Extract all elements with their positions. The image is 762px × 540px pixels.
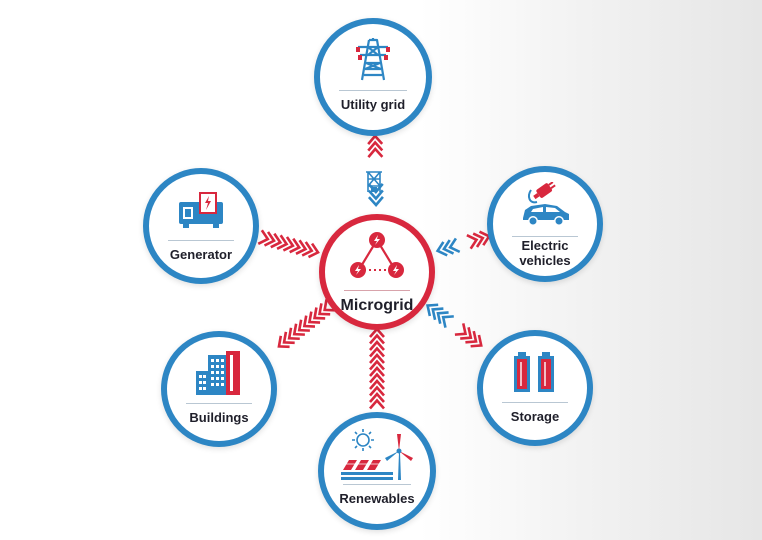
storage-node: Storage: [477, 330, 593, 446]
generator-icon: [179, 192, 223, 228]
transmission-tower-icon: [356, 38, 390, 81]
electric-car-icon: [523, 182, 569, 226]
storage-label: Storage: [510, 409, 560, 424]
utility-grid-label: Utility grid: [340, 97, 406, 112]
wind-turbine-icon: [385, 434, 413, 480]
electric-vehicles-label-line1: Electric: [521, 238, 569, 253]
utility-grid-node: Utility grid: [314, 18, 432, 136]
microgrid-label: Microgrid: [340, 297, 414, 314]
battery-icon: [514, 352, 554, 392]
buildings-icon: [196, 351, 240, 395]
electric-vehicles-label-line2: vehicles: [519, 253, 571, 268]
buildings-node: Buildings: [161, 331, 277, 447]
generator-node: Generator: [143, 168, 259, 284]
renewables-label: Renewables: [339, 491, 415, 506]
electric-vehicles-node: Electric vehicles: [487, 166, 603, 282]
renewables-node: Renewables: [318, 412, 436, 530]
microgrid-triangle-icon: [350, 232, 404, 278]
sun-icon: [352, 429, 374, 451]
generator-label: Generator: [169, 247, 233, 262]
buildings-label: Buildings: [189, 410, 249, 425]
solar-wind-icon: [341, 429, 413, 480]
microgrid-center-node: Microgrid: [319, 214, 435, 330]
